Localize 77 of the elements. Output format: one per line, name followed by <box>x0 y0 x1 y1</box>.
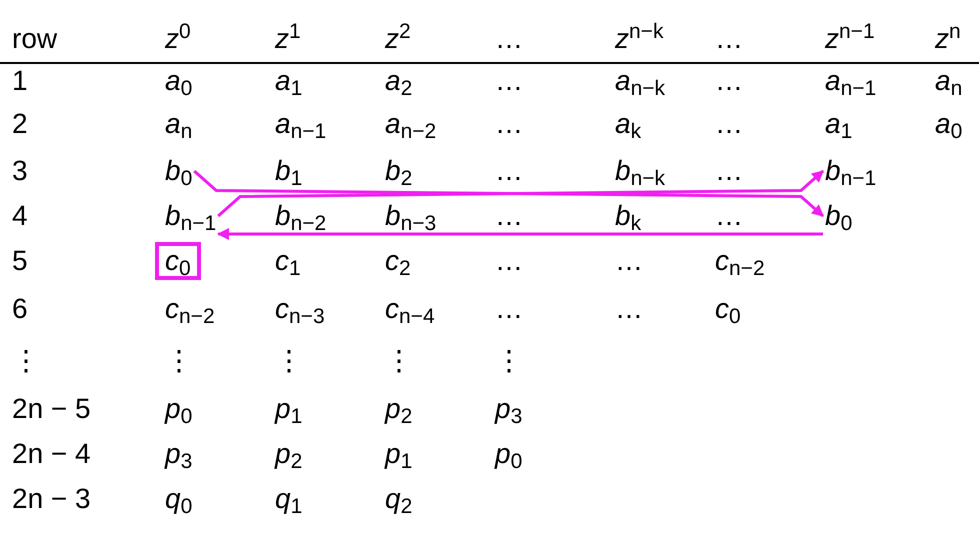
table-entry: ⋮ <box>165 346 193 376</box>
table-entry: q$_{2}$ <box>385 484 412 514</box>
row-number: 1 <box>12 66 28 96</box>
table-entry: ⋮ <box>275 346 303 376</box>
table-entry: … <box>615 294 643 324</box>
table-entry: a$_{n−1}$ <box>825 66 876 96</box>
table-entry: c$_{n−2}$ <box>715 246 765 276</box>
table-entry: p$_{2}$ <box>275 439 302 469</box>
table-entry: … <box>615 246 643 276</box>
column-header: z$^{2}$ <box>385 24 411 54</box>
table-entry: b$_{n−3}$ <box>385 201 436 231</box>
table-entry: … <box>495 201 523 231</box>
table-entry: p$_{3}$ <box>495 394 522 424</box>
table-entry: … <box>715 201 743 231</box>
table-entry: … <box>715 156 743 186</box>
table-entry: p$_{0}$ <box>165 394 192 424</box>
table-entry: b$_{n−1}$ <box>825 156 876 186</box>
table-entry: p$_{2}$ <box>385 394 412 424</box>
column-header: z$^{n−k}$ <box>615 24 664 54</box>
highlighted-entry: c$_{0}$ <box>155 242 201 280</box>
table-entry: b$_{n−1}$ <box>165 201 216 231</box>
table-entry: a$_{1}$ <box>825 109 852 139</box>
table-entry: c$_{n−4}$ <box>385 294 435 324</box>
table-entry: b$_{1}$ <box>275 156 302 186</box>
column-header: row <box>12 24 58 54</box>
row-number: 2n − 5 <box>12 394 91 424</box>
table-entry: … <box>495 294 523 324</box>
table-entry: a$_{k}$ <box>615 109 642 139</box>
table-entry: b$_{n−2}$ <box>275 201 326 231</box>
column-header: z$^{0}$ <box>165 24 191 54</box>
table-entry: p$_{0}$ <box>495 439 522 469</box>
column-header: z$^{1}$ <box>275 24 301 54</box>
table-entry: a$_{n−k}$ <box>615 66 666 96</box>
row-number: 4 <box>12 201 28 231</box>
table-entry: p$_{1}$ <box>275 394 302 424</box>
table-entry: … <box>495 109 523 139</box>
column-header: … <box>495 24 523 54</box>
table-entry: q$_{1}$ <box>275 484 302 514</box>
table-entry: ⋮ <box>385 346 413 376</box>
table-entry: a$_{n−2}$ <box>385 109 436 139</box>
arrow <box>217 228 823 240</box>
table-entry: a$_{0}$ <box>165 66 192 96</box>
row-number: 2 <box>12 109 28 139</box>
row-number: 5 <box>12 246 28 276</box>
row-number: 6 <box>12 294 28 324</box>
table-entry: a$_{n}$ <box>165 109 192 139</box>
table-entry: b$_{k}$ <box>615 201 642 231</box>
row-number: 3 <box>12 156 28 186</box>
column-header: z$^{n}$ <box>935 24 961 54</box>
table-entry: … <box>495 66 523 96</box>
column-header: … <box>715 24 743 54</box>
table-entry: … <box>495 156 523 186</box>
table-entry: a$_{2}$ <box>385 66 412 96</box>
table-entry: c$_{0}$ <box>715 294 741 324</box>
table-entry: p$_{1}$ <box>385 439 412 469</box>
row-number: 2n − 3 <box>12 484 91 514</box>
table-entry: b$_{0}$ <box>825 201 852 231</box>
table-entry: q$_{0}$ <box>165 484 192 514</box>
table-entry: … <box>495 246 523 276</box>
column-header: z$^{n−1}$ <box>825 24 875 54</box>
table-entry: p$_{3}$ <box>165 439 192 469</box>
table-entry: … <box>715 66 743 96</box>
row-number: 2n − 4 <box>12 439 91 469</box>
table-entry: b$_{0}$ <box>165 156 192 186</box>
table-entry: c$_{1}$ <box>275 246 301 276</box>
table-entry: c$_{n−3}$ <box>275 294 325 324</box>
table-entry: c$_{n−2}$ <box>165 294 215 324</box>
table-entry: a$_{0}$ <box>935 109 962 139</box>
table-entry: b$_{n−k}$ <box>615 156 666 186</box>
table-entry: c$_{2}$ <box>385 246 411 276</box>
table-entry: a$_{n}$ <box>935 66 962 96</box>
table-entry: a$_{n−1}$ <box>275 109 326 139</box>
row-number: ⋮ <box>12 346 40 376</box>
table-entry: … <box>715 109 743 139</box>
table-entry: a$_{1}$ <box>275 66 302 96</box>
table-entry: ⋮ <box>495 346 523 376</box>
table-entry: b$_{2}$ <box>385 156 412 186</box>
